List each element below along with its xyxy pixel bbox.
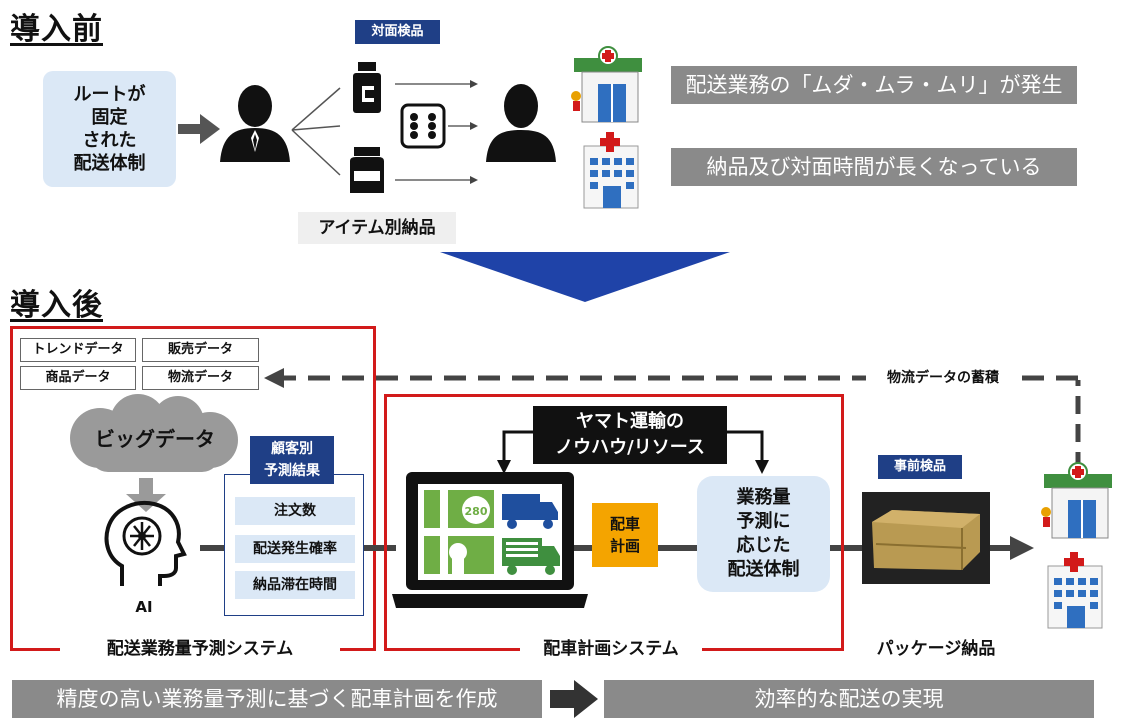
before-title: 導入前	[10, 12, 103, 47]
after-title: 導入後	[10, 288, 103, 323]
logistics-accumulation-label: 物流データの蓄積	[866, 366, 1020, 390]
big-data-cloud-icon	[70, 394, 238, 472]
product-data-tag: 商品データ	[20, 366, 136, 390]
hospital-icon-after	[1047, 552, 1103, 629]
pharmacy-icon-after	[1041, 462, 1112, 539]
pill-pack-icon	[400, 103, 446, 149]
pharmacy-icon	[571, 46, 642, 123]
map-road-number: 280	[465, 505, 488, 518]
laptop-icon: 280	[392, 472, 588, 608]
package-box-photo	[862, 492, 990, 584]
sales-data-tag: 販売データ	[142, 338, 259, 362]
ai-label: AI	[135, 598, 153, 616]
before-arrows	[178, 80, 478, 184]
medicine-jar-icon	[350, 147, 384, 193]
face-inspection-label: 対面検品	[355, 20, 440, 44]
driver-icon	[220, 85, 290, 162]
problem-banner-1: 配送業務の「ムダ・ムラ・ムリ」が発生	[671, 66, 1077, 104]
logistics-data-tag: 物流データ	[142, 366, 259, 390]
bottom-banner-left: 精度の高い業務量予測に基づく配車計画を作成	[12, 680, 542, 718]
fixed-route-box: ルートが 固定 された 配送体制	[43, 71, 176, 187]
forecast-item-orders: 注文数	[235, 497, 355, 525]
package-delivery-label: パッケージ納品	[860, 634, 1012, 664]
dispatch-system-label: 配車計画システム	[520, 634, 702, 664]
customer-icon	[486, 84, 556, 162]
bottom-arrow	[550, 680, 598, 718]
customer-forecast-header: 顧客別 予測結果	[250, 436, 334, 484]
ai-head-icon	[104, 501, 187, 586]
dispatch-plan-box: 配車 計画	[592, 503, 658, 567]
trend-data-tag: トレンドデータ	[20, 338, 136, 362]
pre-inspection-label: 事前検品	[878, 455, 962, 479]
bottom-banner-right: 効率的な配送の実現	[604, 680, 1094, 718]
knowhow-box: ヤマト運輸の ノウハウ/リソース	[533, 406, 727, 464]
forecast-item-stay-time: 納品滞在時間	[235, 571, 355, 599]
forecast-system-label: 配送業務量予測システム	[60, 634, 340, 664]
problem-banner-2: 納品及び対面時間が長くなっている	[671, 148, 1077, 186]
big-data-label: ビッグデータ	[95, 427, 215, 451]
hospital-icon	[583, 132, 639, 209]
item-delivery-label: アイテム別納品	[298, 212, 456, 244]
volume-delivery-box: 業務量 予測に 応じた 配送体制	[697, 476, 830, 592]
forecast-item-probability: 配送発生確率	[235, 535, 355, 563]
medicine-bottle-icon	[353, 62, 381, 113]
transition-arrow	[440, 252, 730, 302]
